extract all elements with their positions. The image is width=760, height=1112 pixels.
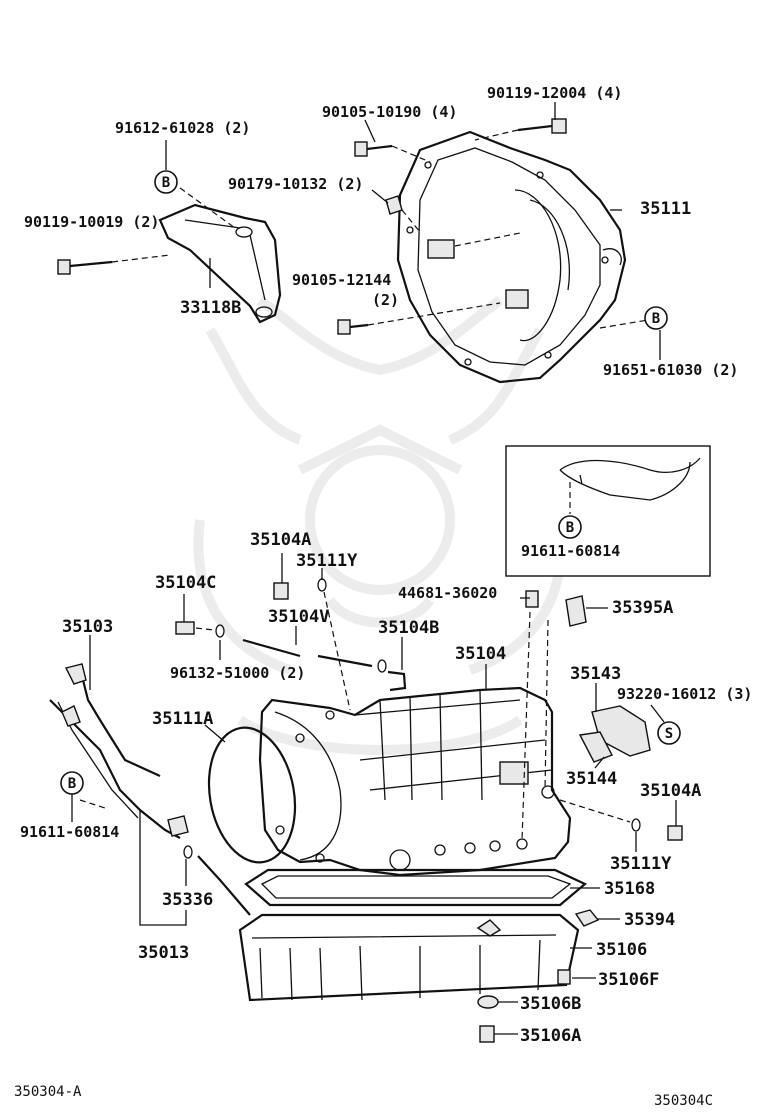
inset-detail-box: B 91611-60814	[505, 445, 711, 577]
washer-35106B	[477, 995, 499, 1009]
watermark-emblem	[193, 296, 567, 755]
gasket-35111A	[207, 726, 297, 864]
bolt-90105-10190	[354, 141, 393, 157]
label-35103: 35103	[62, 617, 113, 637]
oring-35111Y-right	[631, 818, 641, 832]
sensor-44681-36020	[525, 590, 539, 608]
label-44681-36020: 44681-36020	[398, 584, 497, 602]
label-35143: 35143	[570, 664, 621, 684]
marker-b-top-right	[644, 306, 668, 330]
label-90119-12004: 90119-12004 (4)	[487, 84, 622, 102]
plug-35106A	[479, 1025, 495, 1043]
label-35106F: 35106F	[598, 970, 659, 990]
dipstick-tube-35013	[49, 699, 189, 839]
pipe-35104B	[387, 670, 407, 692]
bolt-90119-10019	[57, 259, 113, 275]
svg-text:S: S	[665, 726, 673, 742]
marker-s	[657, 721, 681, 745]
svg-text:B: B	[566, 520, 574, 536]
bolt-90105-12144	[337, 319, 369, 335]
bellhousing-35111	[396, 130, 627, 384]
plug-35104A-top	[273, 582, 289, 600]
bracket-35395A	[565, 595, 587, 627]
gasket-35168	[244, 868, 588, 907]
label-35104V: 35104V	[268, 607, 329, 627]
plate-35394	[574, 909, 600, 927]
oil-pan-35106	[238, 913, 580, 1002]
label-35104A-top: 35104A	[250, 530, 311, 550]
label-35144: 35144	[566, 769, 617, 789]
label-35111: 35111	[640, 199, 691, 219]
oring-35336	[183, 845, 193, 859]
label-93220-16012: 93220-16012 (3)	[617, 685, 752, 703]
label-35106B: 35106B	[520, 994, 581, 1014]
svg-text:B: B	[652, 311, 660, 327]
label-91611-60814-left: 91611-60814	[20, 823, 119, 841]
label-90105-10190: 90105-10190 (4)	[322, 103, 457, 121]
transmission-case-35104	[258, 686, 572, 877]
label-91651-61030: 91651-61030 (2)	[603, 361, 738, 379]
bolt-90119-12004	[517, 118, 567, 134]
label-35104: 35104	[455, 644, 506, 664]
label-35394: 35394	[624, 910, 675, 930]
figure-id-right: 350304C	[654, 1093, 713, 1109]
label-90119-10019: 90119-10019 (2)	[24, 213, 159, 231]
bolt-35106F	[557, 969, 571, 985]
label-91612-61028: 91612-61028 (2)	[115, 119, 250, 137]
label-96132-51000: 96132-51000 (2)	[170, 664, 305, 682]
label-35111Y-right: 35111Y	[610, 854, 672, 874]
label-33118B: 33118B	[180, 298, 241, 318]
label-35104C: 35104C	[155, 573, 216, 593]
hose-35104V	[242, 638, 373, 668]
tube-end	[197, 855, 251, 916]
union-35104C	[175, 621, 195, 635]
label-91611-60814-inset: 91611-60814	[521, 542, 620, 560]
label-90105-12144-qty: (2)	[372, 291, 399, 309]
figure-id-left: 350304-A	[14, 1084, 82, 1100]
marker-b-top-left	[154, 170, 178, 194]
label-90105-12144: 90105-12144	[292, 271, 391, 289]
label-35111A: 35111A	[152, 709, 213, 729]
label-35104B: 35104B	[378, 618, 439, 638]
bracket-35144	[578, 731, 613, 763]
label-35104A-right: 35104A	[640, 781, 701, 801]
svg-text:B: B	[162, 175, 170, 191]
svg-text:B: B	[68, 776, 76, 792]
label-35395A: 35395A	[612, 598, 673, 618]
oring-35111Y-top	[317, 578, 327, 592]
label-90179-10132: 90179-10132 (2)	[228, 175, 363, 193]
label-35336: 35336	[162, 890, 213, 910]
plug-35104A-right	[667, 825, 683, 841]
dipstick-35103	[64, 663, 161, 778]
label-35111Y-top: 35111Y	[296, 551, 358, 571]
label-35013: 35013	[138, 943, 189, 963]
label-35106: 35106	[596, 940, 647, 960]
label-35106A: 35106A	[520, 1026, 581, 1046]
bracket-33118B	[158, 203, 282, 324]
label-35168: 35168	[604, 879, 655, 899]
clamp-96132-51000	[215, 624, 387, 673]
